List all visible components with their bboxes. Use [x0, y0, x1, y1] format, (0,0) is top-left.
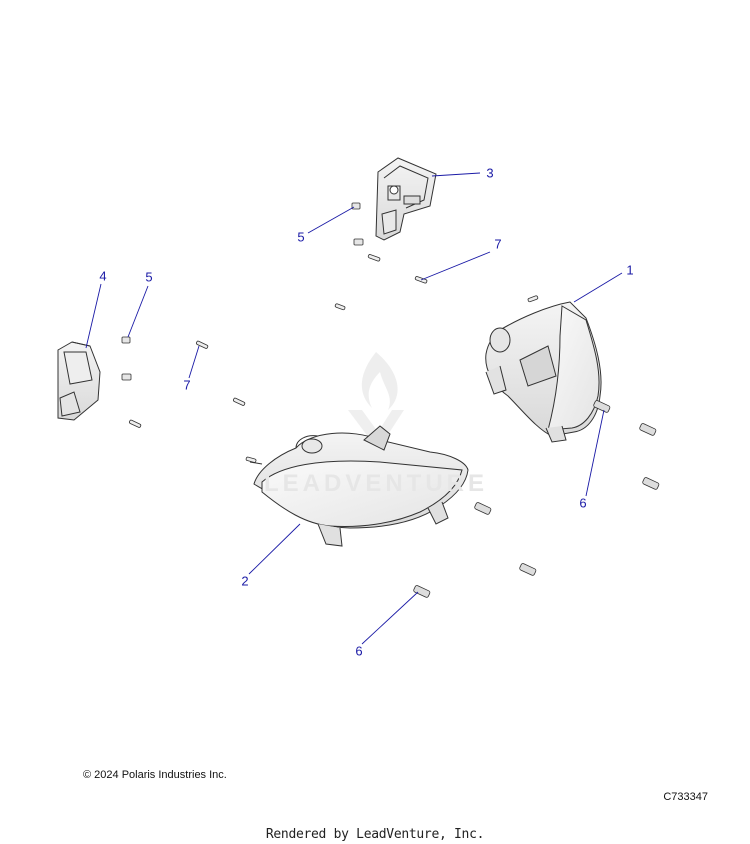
rendered-by-text: Rendered by LeadVenture, Inc. [265, 827, 485, 842]
part-4-bracket [57, 341, 101, 421]
part-5-fasteners [121, 202, 364, 381]
callout-3[interactable]: 3 [486, 165, 494, 181]
callout-7-upper[interactable]: 7 [494, 236, 502, 252]
part-7-pins [129, 254, 539, 463]
callout-2[interactable]: 2 [241, 573, 249, 589]
callout-6-lower[interactable]: 6 [355, 643, 363, 659]
leader-lines [85, 172, 623, 645]
watermark-text: LEADVENTURE [263, 470, 488, 497]
diagram-code: C733347 [663, 791, 708, 803]
callout-1[interactable]: 1 [626, 262, 634, 278]
callout-7-left[interactable]: 7 [183, 377, 191, 393]
callout-5-upper[interactable]: 5 [297, 229, 305, 245]
callout-4[interactable]: 4 [99, 268, 107, 284]
part-3-bracket [375, 157, 437, 241]
part-2-headlight [249, 425, 469, 547]
callout-6-right[interactable]: 6 [579, 495, 587, 511]
copyright-text: © 2024 Polaris Industries Inc. [83, 769, 227, 781]
part-6-springs [413, 400, 660, 598]
part-1-headlight [485, 301, 602, 443]
callout-5-left[interactable]: 5 [145, 269, 153, 285]
